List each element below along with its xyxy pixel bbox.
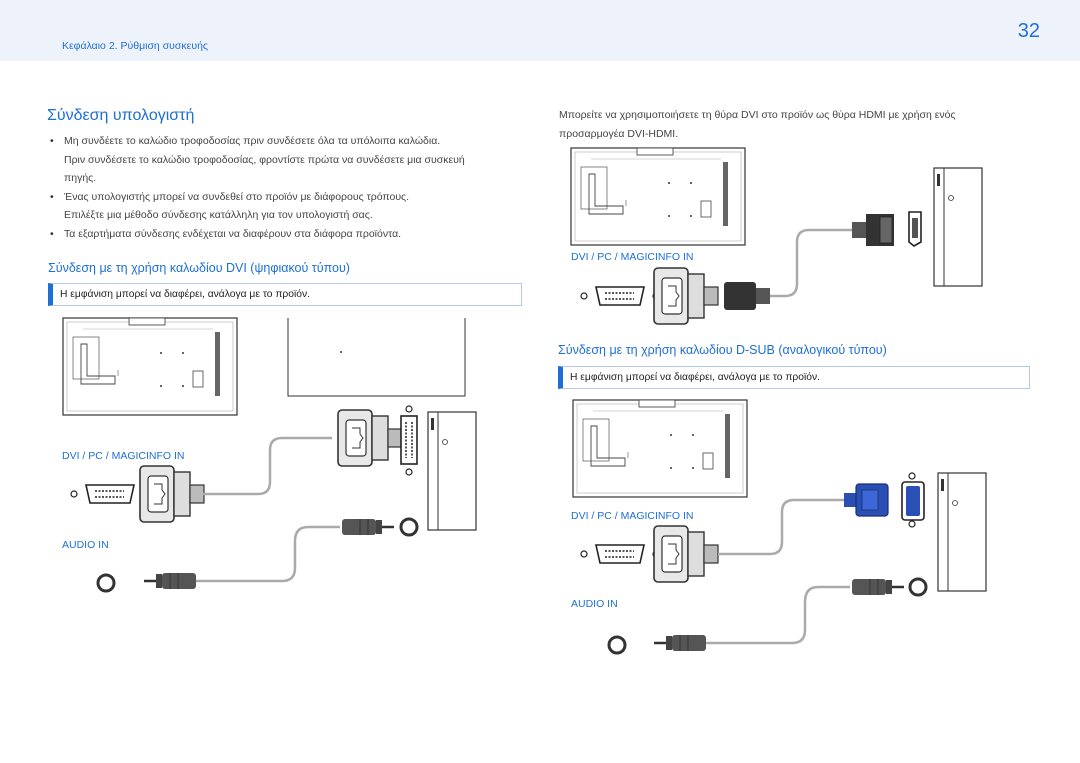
- dsub-heading: Σύνδεση με τη χρήση καλωδίου D-SUB (αναλ…: [558, 343, 887, 357]
- dvi-port-icon: [580, 286, 660, 306]
- dvi-note: Η εμφάνιση μπορεί να διαφέρει, ανάλογα μ…: [48, 283, 522, 306]
- monitor-back-icon: [62, 317, 238, 416]
- bullet-line: Επιλέξτε μια μέθοδο σύνδεσης κατάλληλη γ…: [64, 209, 373, 221]
- audio-jack-icon: [399, 517, 419, 537]
- dvi-plug-icon: [337, 409, 403, 467]
- pc-tower-icon: [937, 472, 987, 592]
- dvi-plug-icon: [653, 267, 719, 325]
- pc-tower-icon: [933, 167, 983, 287]
- dsub-port-label: DVI / PC / MAGICINFO IN: [571, 510, 694, 522]
- audio-plug-icon: [340, 517, 396, 537]
- audio-cable: [196, 525, 340, 583]
- dvi-audio-label: AUDIO IN: [62, 539, 109, 551]
- dvi-port-icon: [400, 405, 418, 476]
- page-header: [0, 0, 1080, 61]
- audio-plug-icon: [850, 577, 906, 597]
- monitor-back-icon: [572, 399, 748, 498]
- audio-jack-icon: [908, 577, 928, 597]
- audio-plug-icon: [142, 571, 198, 591]
- bullet-item: Ένας υπολογιστής μπορεί να συνδεθεί στο …: [48, 188, 518, 225]
- vga-port-icon: [901, 472, 925, 528]
- bullet-item: Τα εξαρτήματα σύνδεσης ενδέχεται να διαφ…: [48, 225, 518, 244]
- dvi-plug-icon: [139, 465, 205, 523]
- hdmi-port-icon: [908, 211, 922, 247]
- bullet-item: Μη συνδέετε το καλώδιο τροφοδοσίας πριν …: [48, 132, 518, 188]
- page-number: 32: [1017, 20, 1040, 42]
- audio-jack-icon: [607, 635, 627, 655]
- audio-jack-icon: [96, 573, 116, 593]
- hdmi-plug-icon: [724, 282, 770, 310]
- dvi-plug-icon: [653, 525, 719, 583]
- bullet-line: Μη συνδέετε το καλώδιο τροφοδοσίας πριν …: [64, 135, 441, 147]
- dvi-port-icon: [580, 544, 660, 564]
- hdmi-intro: Μπορείτε να χρησιμοποιήσετε τη θύρα DVI …: [559, 106, 999, 144]
- dvi-heading: Σύνδεση με τη χρήση καλωδίου DVI (ψηφιακ…: [48, 261, 350, 275]
- bullet-line: πηγής.: [64, 172, 97, 184]
- hdmi-plug-icon: [852, 214, 894, 246]
- monitor-back-icon: [570, 147, 746, 246]
- audio-plug-icon: [652, 633, 708, 653]
- dvi-port-icon: [70, 484, 150, 504]
- dsub-audio-label: AUDIO IN: [571, 598, 618, 610]
- monitor-side-panel: [287, 318, 466, 397]
- audio-cable: [706, 585, 850, 645]
- pc-tower-icon: [427, 411, 477, 531]
- hdmi-intro-line: Μπορείτε να χρησιμοποιήσετε τη θύρα DVI …: [559, 109, 956, 121]
- bullet-line: Τα εξαρτήματα σύνδεσης ενδέχεται να διαφ…: [64, 227, 402, 240]
- vga-plug-icon: [844, 483, 889, 517]
- dsub-note: Η εμφάνιση μπορεί να διαφέρει, ανάλογα μ…: [558, 366, 1030, 389]
- bullet-line: Ένας υπολογιστής μπορεί να συνδεθεί στο …: [64, 190, 410, 203]
- dvi-port-label: DVI / PC / MAGICINFO IN: [62, 450, 185, 462]
- chapter-breadcrumb[interactable]: Κεφάλαιο 2. Ρύθμιση συσκευής: [62, 40, 208, 52]
- hdmi-cable: [770, 228, 852, 298]
- hdmi-port-label: DVI / PC / MAGICINFO IN: [571, 251, 694, 263]
- hdmi-intro-line: προσαρμογέα DVI-HDMI.: [559, 128, 679, 140]
- bullet-line: Πριν συνδέσετε το καλώδιο τροφοδοσίας, φ…: [64, 153, 465, 166]
- vga-cable: [718, 498, 844, 556]
- dvi-cable: [203, 436, 332, 496]
- section-title: Σύνδεση υπολογιστή: [47, 107, 195, 124]
- bullet-list: Μη συνδέετε το καλώδιο τροφοδοσίας πριν …: [48, 132, 518, 243]
